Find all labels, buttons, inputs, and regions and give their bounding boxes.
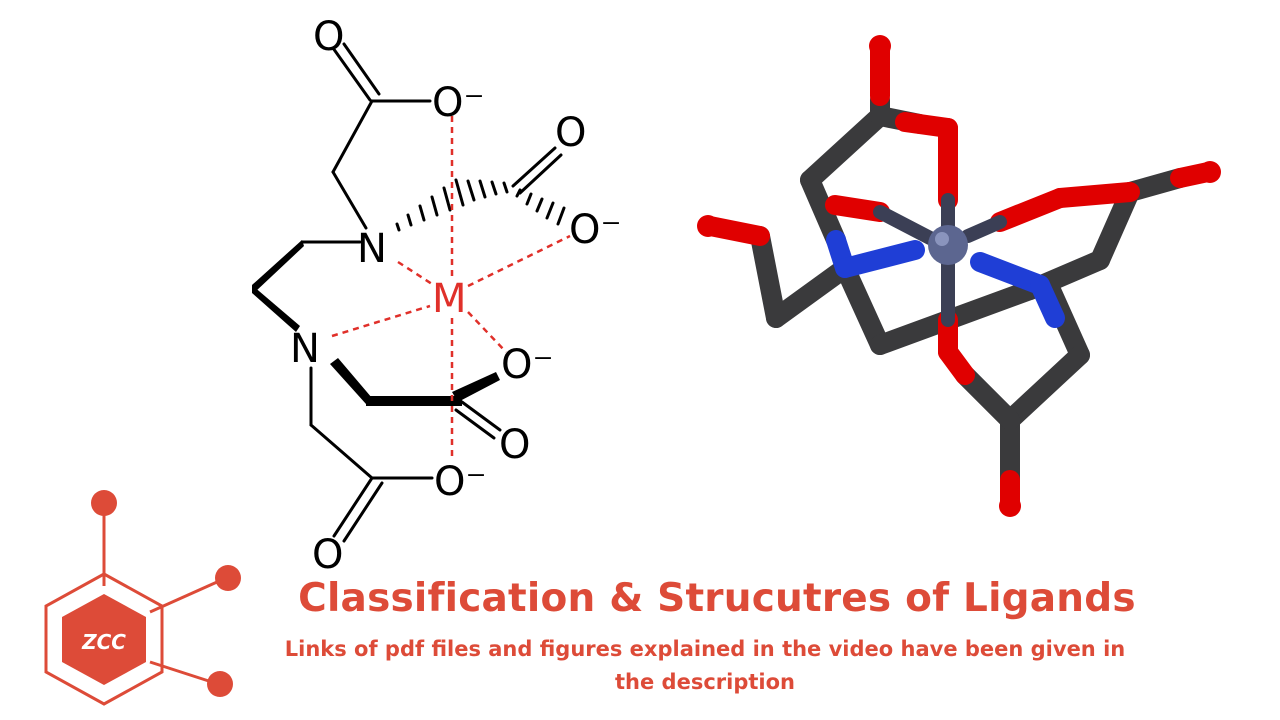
atom-n-lower: N [290, 326, 320, 372]
wedge-bond-bridge-top [252, 240, 304, 292]
atom-o-minus-top: O⁻ [432, 80, 485, 126]
co-double-bond-right [511, 146, 557, 188]
metal-atom-3d [928, 225, 968, 265]
logo-node-right [215, 565, 241, 591]
co-double-bond-right-2 [518, 153, 563, 195]
edta-3d-model [697, 35, 1221, 517]
c-c-bond-bottom [309, 423, 374, 480]
page-title: Classification & Strucutres of Ligands [298, 576, 1136, 621]
co-double-bond-bottom-2 [342, 481, 384, 543]
hashed-bond-right-o [515, 188, 566, 226]
atom-o-lower: O [499, 422, 530, 468]
logo-hexagon-fill [62, 594, 146, 685]
coord-bond-n-upper [397, 260, 433, 286]
atom-o-bottom: O [312, 532, 343, 578]
coord-bond-o-lower [467, 311, 507, 353]
co-double-bond-top-2 [342, 42, 381, 96]
logo-node-top [91, 490, 117, 516]
zcc-logo: ZCC [44, 490, 241, 706]
c-n-bond-top [331, 170, 368, 230]
wedge-bond-bridge-bottom [252, 285, 300, 332]
atom-o-3d-bottom [999, 495, 1021, 517]
coord-bond-o-right [467, 234, 571, 288]
logo-hexagon-outline [44, 572, 164, 706]
logo-node-bottom [207, 671, 233, 697]
atom-o-top: O [313, 14, 344, 60]
co-double-bond-top [331, 46, 372, 102]
atom-o-3d-top [869, 35, 891, 57]
wedge-bond-lower-2 [366, 396, 462, 406]
c-c-bond-top [331, 99, 374, 174]
wedge-bond-lower-o [452, 372, 500, 402]
atom-o-3d-right [1199, 161, 1221, 183]
carbon-bonds [750, 90, 1190, 490]
atom-o-right: O [555, 110, 586, 156]
metal-center-label: M [432, 276, 467, 322]
metal-atom-highlight [935, 232, 949, 246]
atom-o-3d-left [697, 215, 719, 237]
coordination-bonds [331, 116, 571, 460]
nitrogen-bonds [826, 230, 1065, 328]
atom-labels: O O⁻ O O⁻ N N O⁻ O O⁻ O [290, 14, 622, 578]
atom-o-minus-lower: O⁻ [501, 342, 554, 388]
page-subtitle: Links of pdf files and figures explained… [284, 637, 1126, 694]
hashed-bond-upper [395, 178, 509, 232]
edta-2d-structure [252, 42, 566, 543]
coord-bond-n-lower [331, 304, 431, 338]
co-double-bond-bottom [332, 476, 374, 538]
atom-n-upper: N [357, 226, 387, 272]
logo-text: ZCC [81, 630, 126, 654]
wedge-bond-lower-1 [330, 358, 372, 404]
co-double-bond-lower [460, 400, 502, 432]
atom-o-minus-bottom: O⁻ [434, 459, 487, 505]
atom-o-minus-right: O⁻ [569, 207, 622, 253]
co-double-bond-lower-2 [454, 408, 496, 440]
oxygen-bonds [700, 38, 1218, 516]
